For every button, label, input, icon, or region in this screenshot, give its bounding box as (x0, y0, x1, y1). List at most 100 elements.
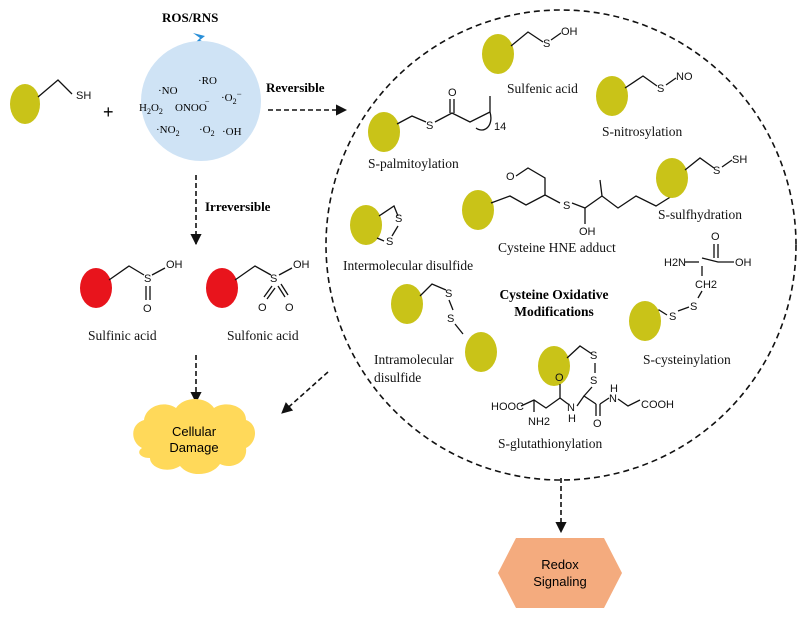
protein-residue (462, 190, 494, 230)
svg-text:−: − (205, 97, 210, 106)
cysteine-thiol: SH (10, 79, 91, 124)
intramolecular-label-2: disulfide (374, 370, 421, 385)
svg-text:S: S (690, 301, 697, 313)
s-glutathionylation: S S HOOC NH2 O N H O N H COOH S-glutathi… (491, 345, 674, 451)
ros-title: ROS/RNS (162, 10, 218, 25)
svg-text:O: O (285, 302, 294, 314)
sulfinic-acid-label: Sulfinic acid (88, 328, 157, 343)
svg-text:S: S (395, 213, 402, 225)
modifications-circle (325, 9, 797, 481)
protein-residue (465, 332, 497, 372)
s-sulfhydration-label: S-sulfhydration (658, 207, 742, 222)
svg-text:S: S (144, 273, 151, 285)
s-cysteinylation-label: S-cysteinylation (643, 352, 731, 367)
svg-text:S: S (543, 38, 550, 50)
svg-text:O: O (448, 87, 457, 99)
svg-text:OH: OH (735, 257, 752, 269)
svg-text:S: S (386, 236, 393, 248)
protein-residue (368, 112, 400, 152)
svg-text:NO: NO (676, 71, 693, 83)
species-o2-radical: ·O2− (221, 89, 242, 106)
protein-residue-damaged (206, 268, 238, 308)
svg-text:OH: OH (293, 259, 310, 271)
irreversible-label: Irreversible (205, 199, 271, 214)
svg-text:N: N (567, 402, 575, 414)
sulfinic-acid: S OH O Sulfinic acid (80, 259, 183, 343)
protein-residue (596, 76, 628, 116)
redox-label-2: Signaling (533, 574, 587, 589)
modifications-title-2: Modifications (514, 304, 594, 319)
protein-residue (350, 205, 382, 245)
species-oh: ·OH (222, 126, 242, 138)
svg-text:S: S (447, 313, 454, 325)
svg-text:O: O (143, 303, 152, 315)
species-h2o2: H2O2 (139, 102, 163, 116)
s-palmitoylation: S O 14 S-palmitoylation (368, 87, 506, 171)
s-sulfhydration: S SH S-sulfhydration (656, 154, 747, 222)
sulfonic-acid: S OH O O Sulfonic acid (206, 259, 310, 343)
svg-text:S: S (713, 165, 720, 177)
modifications-title-1: Cysteine Oxidative (499, 287, 608, 302)
cysteine-hne-adduct-label: Cysteine HNE adduct (498, 240, 616, 255)
svg-text:S: S (563, 200, 570, 212)
svg-text:OH: OH (579, 226, 596, 238)
svg-text:14: 14 (494, 121, 506, 133)
svg-text:O: O (258, 302, 267, 314)
intermolecular-disulfide-label: Intermolecular disulfide (343, 258, 473, 273)
protein-residue (538, 346, 570, 386)
cysteine-hne-adduct: O S OH Cysteine HNE adduct (462, 167, 673, 255)
redox-signaling-hexagon: Redox Signaling (498, 538, 622, 608)
protein-residue (629, 301, 661, 341)
sulfenic-acid: S OH Sulfenic acid (482, 26, 578, 96)
thiol-group: SH (76, 90, 91, 102)
svg-text:COOH: COOH (641, 399, 674, 411)
svg-text:S: S (669, 311, 676, 323)
species-no2: ·NO2 (156, 124, 180, 138)
svg-text:S: S (657, 83, 664, 95)
svg-text:H2N: H2N (664, 257, 686, 269)
svg-text:HOOC: HOOC (491, 401, 524, 413)
damage-label-2: Damage (169, 440, 218, 455)
protein-residue (482, 34, 514, 74)
s-palmitoylation-label: S-palmitoylation (368, 156, 459, 171)
svg-text:O: O (593, 418, 602, 430)
ros-circle (141, 41, 261, 161)
sulfenic-acid-label: Sulfenic acid (507, 81, 578, 96)
protein-residue-damaged (80, 268, 112, 308)
svg-text:O: O (711, 231, 720, 243)
redox-label-1: Redox (541, 557, 579, 572)
svg-text:O: O (506, 171, 515, 183)
svg-text:CH2: CH2 (695, 279, 717, 291)
intramolecular-label-1: Intramolecular (374, 352, 454, 367)
plus-sign: + (103, 102, 114, 122)
s-nitrosylation-label: S-nitrosylation (602, 124, 682, 139)
protein-residue (391, 284, 423, 324)
reversible-label: Reversible (266, 80, 325, 95)
damage-label-1: Cellular (172, 424, 217, 439)
svg-text:S: S (426, 120, 433, 132)
protein-residue (10, 84, 40, 124)
species-ro: ·RO (198, 75, 217, 87)
s-nitrosylation: S NO S-nitrosylation (596, 71, 693, 139)
svg-text:N: N (609, 393, 617, 405)
protein-residue (656, 158, 688, 198)
svg-text:S: S (590, 350, 597, 362)
svg-text:S: S (270, 273, 277, 285)
cellular-damage-cloud: Cellular Damage (133, 399, 255, 475)
s-glutathionylation-label: S-glutathionylation (498, 436, 602, 451)
svg-text:OH: OH (561, 26, 578, 38)
svg-text:O: O (555, 372, 564, 384)
intermolecular-disulfide: S S Intermolecular disulfide (343, 205, 473, 273)
species-no: ·NO (158, 85, 178, 97)
svg-text:SH: SH (732, 154, 747, 166)
svg-text:H: H (610, 383, 618, 395)
damage-arrow-right (281, 371, 329, 414)
sulfonic-acid-label: Sulfonic acid (227, 328, 299, 343)
svg-text:NH2: NH2 (528, 416, 550, 428)
svg-text:H: H (568, 413, 576, 425)
svg-text:OH: OH (166, 259, 183, 271)
svg-text:S: S (445, 288, 452, 300)
svg-text:S: S (590, 375, 597, 387)
